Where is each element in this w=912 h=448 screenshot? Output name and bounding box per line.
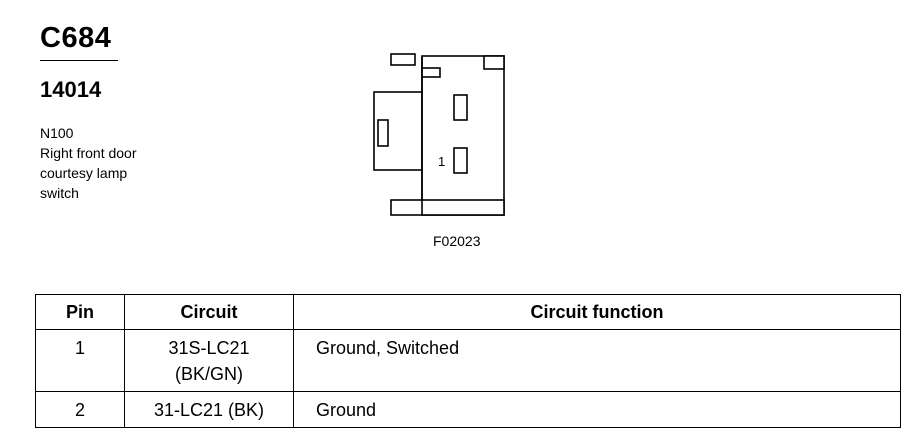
- cell-circuit: 31S-LC21 (BK/GN): [124, 329, 294, 392]
- pin-cavity-2: [453, 94, 468, 121]
- pin-label: 1: [438, 154, 445, 169]
- table-row: 2 31-LC21 (BK) Ground: [35, 391, 901, 428]
- connector-id: C684: [40, 22, 112, 54]
- description-line: switch: [40, 185, 79, 201]
- cell-circuit: 31-LC21 (BK): [124, 391, 294, 428]
- cell-pin: 2: [35, 391, 125, 428]
- header-pin: Pin: [35, 294, 125, 330]
- header-circuit-function: Circuit function: [293, 294, 901, 330]
- figure-id: F02023: [433, 233, 481, 249]
- pin-cavity-1: [453, 147, 468, 174]
- connector-top-tab: [390, 53, 416, 66]
- header-circuit: Circuit: [124, 294, 294, 330]
- connector-notch-left: [421, 67, 441, 78]
- connector-body: [421, 55, 505, 216]
- description-line: Right front door: [40, 145, 137, 161]
- title-underline: [40, 60, 118, 61]
- connector-face-diagram: 1: [373, 53, 505, 216]
- connector-notch-right: [483, 55, 505, 70]
- table-row: 1 31S-LC21 (BK/GN) Ground, Switched: [35, 329, 901, 392]
- description-line: N100: [40, 125, 74, 141]
- description-line: courtesy lamp: [40, 165, 128, 181]
- part-number: 14014: [40, 77, 102, 102]
- connector-latch-slot: [377, 119, 389, 147]
- circuit-code: 31-LC21 (BK): [153, 400, 265, 420]
- pinout-table: Pin Circuit Circuit function 1 31S-LC21 …: [35, 294, 901, 428]
- cell-function: Ground, Switched: [293, 329, 901, 392]
- connector-bottom-flange: [390, 199, 505, 216]
- circuit-color: (BK/GN): [174, 364, 243, 384]
- connector-description: N100 Right front door courtesy lamp swit…: [40, 123, 190, 203]
- cell-function: Ground: [293, 391, 901, 428]
- circuit-code: 31S-LC21: [168, 338, 250, 358]
- table-header-row: Pin Circuit Circuit function: [35, 294, 901, 330]
- cell-pin: 1: [35, 329, 125, 392]
